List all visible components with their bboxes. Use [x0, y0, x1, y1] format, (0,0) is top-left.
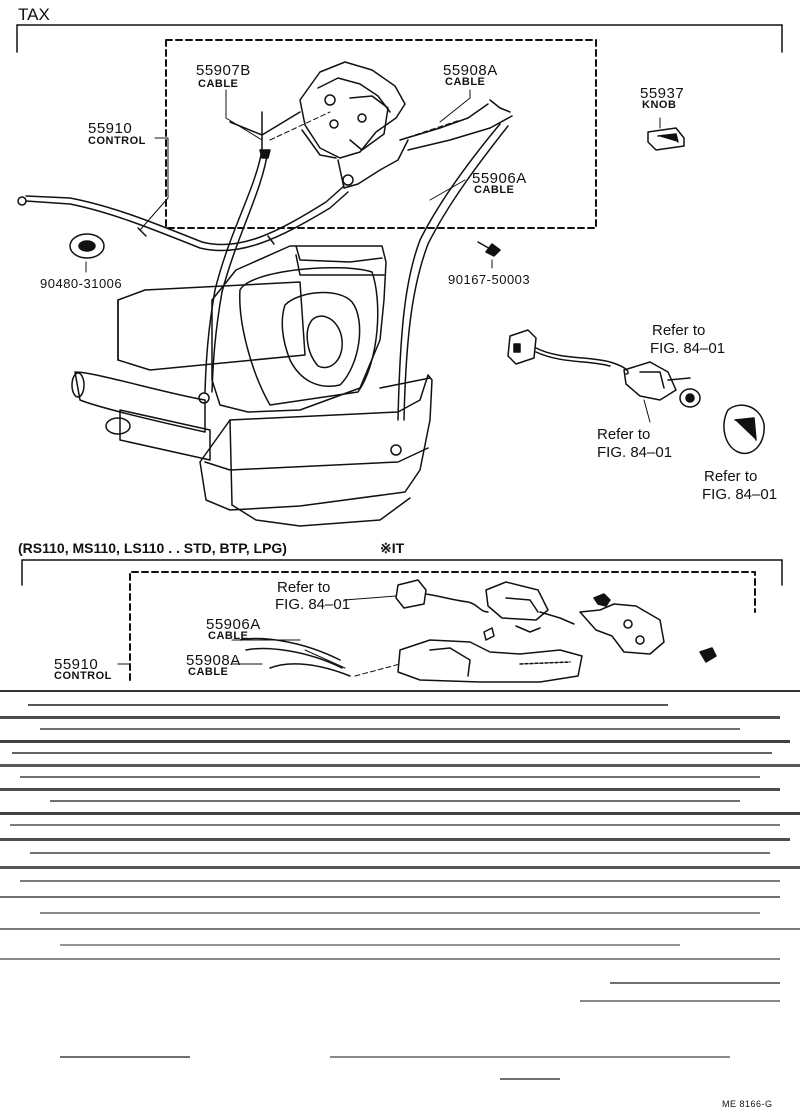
section-title-tax: TAX — [18, 5, 50, 24]
leader-lines-bottom — [231, 595, 397, 665]
control-cables — [198, 123, 509, 456]
refer-label-4: Refer to — [277, 579, 331, 596]
footer-code: ME 8166-G — [722, 1099, 773, 1109]
part-number-55908A[interactable]: 55908A — [443, 62, 498, 79]
part-name-55937: KNOB — [642, 99, 677, 111]
scan-noise-region — [0, 690, 800, 1080]
control-left-cable — [17, 185, 349, 252]
top-section-bracket — [16, 24, 783, 53]
heater-unit — [71, 245, 433, 527]
part-number-90167-50003[interactable]: 90167-50003 — [448, 272, 531, 287]
refer-fig-4[interactable]: FIG. 84–01 — [275, 596, 351, 613]
section-title-bottom: (RS110, MS110, LS110 . . STD, BTP, LPG) — [18, 540, 287, 556]
part-number-55937[interactable]: 55937 — [640, 85, 685, 102]
refer-label-1: Refer to — [652, 322, 706, 339]
cable-55907B — [229, 111, 301, 159]
part-number-90480-31006[interactable]: 90480-31006 — [40, 276, 123, 291]
part-name-55907B: CABLE — [198, 78, 239, 90]
refer-fig-2[interactable]: FIG. 84–01 — [597, 444, 673, 461]
grommet-90480 — [69, 233, 105, 259]
bottom-part-name-55906A: CABLE — [208, 630, 249, 642]
refer-fig-3[interactable]: FIG. 84–01 — [702, 486, 778, 503]
screw-90167 — [477, 241, 501, 257]
part-number-55906A[interactable]: 55906A — [472, 170, 527, 187]
fan-switch-assembly — [507, 329, 765, 455]
bottom-part-name-55908A: CABLE — [188, 666, 229, 678]
bottom-part-number-55910[interactable]: 55910 — [54, 656, 99, 673]
control-mechanism — [299, 61, 409, 189]
control-assembly-box — [165, 39, 597, 229]
refer-label-2: Refer to — [597, 426, 651, 443]
bottom-assembly-box — [129, 571, 756, 681]
bottom-parts-art — [117, 579, 717, 683]
bottom-part-number-55908A[interactable]: 55908A — [186, 652, 241, 669]
cable-55908A — [399, 99, 513, 151]
part-name-55906A: CABLE — [474, 184, 515, 196]
part-name-55908A: CABLE — [445, 76, 486, 88]
refer-fig-1[interactable]: FIG. 84–01 — [650, 340, 726, 357]
bottom-section-bracket — [21, 559, 783, 586]
knob-55937 — [647, 127, 685, 151]
part-name-55910: CONTROL — [88, 135, 146, 147]
bottom-part-name-55910: CONTROL — [54, 671, 112, 679]
refer-label-3: Refer to — [704, 468, 758, 485]
section-variant-mark: ※IT — [380, 540, 405, 556]
leader-lines-top — [85, 89, 661, 423]
bottom-part-number-55906A[interactable]: 55906A — [206, 616, 261, 633]
part-number-55907B[interactable]: 55907B — [196, 62, 251, 79]
part-number-55910[interactable]: 55910 — [88, 120, 133, 137]
